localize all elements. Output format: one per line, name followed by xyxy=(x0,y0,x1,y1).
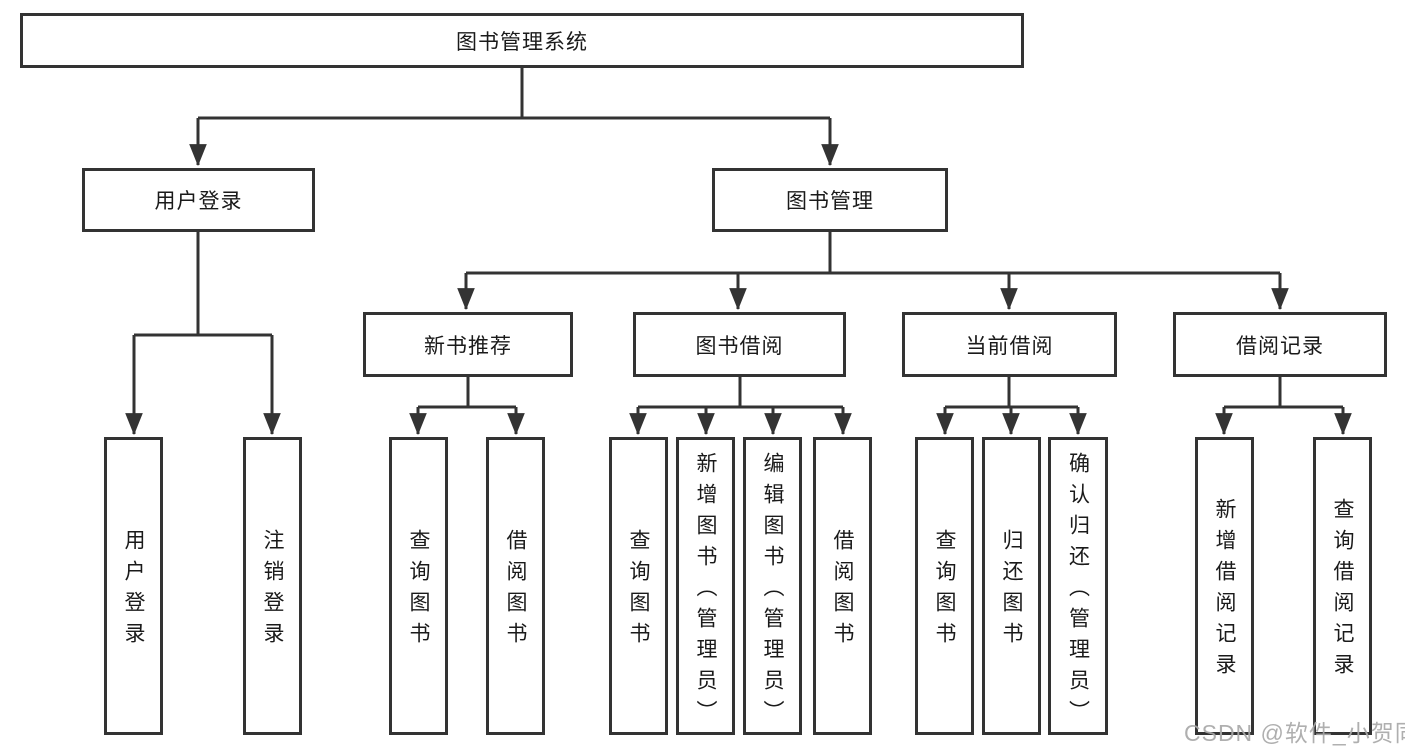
watermark: CSDN @软件_小贺同学 xyxy=(1184,720,1405,746)
leaf-cb-return-books: 归还图书 xyxy=(982,437,1041,735)
leaf-nb-query-books: 查询图书 xyxy=(389,437,448,735)
node-book-borrowing: 图书借阅 xyxy=(633,312,846,377)
connector-new-book-recommendation-to-leaves xyxy=(409,377,525,436)
leaf-bb-add-books-admin: 新增图书（管理员） xyxy=(676,437,735,735)
node-user-login: 用户登录 xyxy=(82,168,315,232)
leaf-bb-edit-books-admin: 编辑图书（管理员） xyxy=(743,437,802,735)
leaf-bb-query-books: 查询图书 xyxy=(609,437,668,735)
leaf-br-query-record: 查询借阅记录 xyxy=(1313,437,1372,735)
leaf-user-login: 用户登录 xyxy=(104,437,163,735)
leaf-br-add-record: 新增借阅记录 xyxy=(1195,437,1254,735)
connector-root-to-level2 xyxy=(189,68,839,167)
leaf-bb-borrow-books: 借阅图书 xyxy=(813,437,872,735)
node-root: 图书管理系统 xyxy=(20,13,1024,68)
connector-current-borrowing-to-leaves xyxy=(936,377,1087,436)
leaf-nb-borrow-books: 借阅图书 xyxy=(486,437,545,735)
node-borrowing-records: 借阅记录 xyxy=(1173,312,1387,377)
leaf-logout: 注销登录 xyxy=(243,437,302,735)
connector-user-login-to-leaves xyxy=(125,232,281,436)
node-current-borrowing: 当前借阅 xyxy=(902,312,1117,377)
node-book-management: 图书管理 xyxy=(712,168,948,232)
connector-borrowing-records-to-leaves xyxy=(1215,377,1352,436)
connector-book-management-to-level3 xyxy=(457,232,1289,311)
connector-book-borrowing-to-leaves xyxy=(629,377,852,436)
leaf-cb-query-books: 查询图书 xyxy=(915,437,974,735)
leaf-cb-confirm-return-admin: 确认归还（管理员） xyxy=(1048,437,1108,735)
node-new-book-recommendation: 新书推荐 xyxy=(363,312,573,377)
